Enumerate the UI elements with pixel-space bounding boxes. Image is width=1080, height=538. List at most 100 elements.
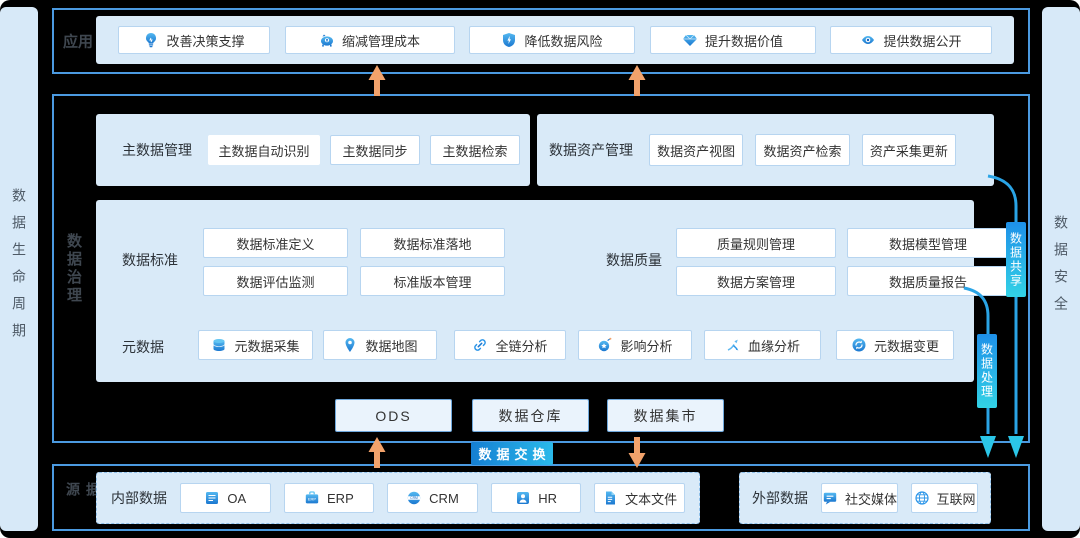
social-media-button[interactable]: 社交媒体 <box>821 483 899 513</box>
data-quality-label: 数据质量 <box>606 252 662 268</box>
standard-landing-button[interactable]: 数据标准落地 <box>360 228 505 258</box>
metadata-change-button[interactable]: 元数据变更 <box>836 330 954 360</box>
full-chain-analysis-button[interactable]: 全链分析 <box>454 330 566 360</box>
open-data-button[interactable]: 提供数据公开 <box>830 26 992 54</box>
button-label: 缩减管理成本 <box>341 33 420 49</box>
impact-analysis-button[interactable]: 影响分析 <box>578 330 692 360</box>
master-data-auto-id-button[interactable]: 主数据自动识别 <box>208 135 320 165</box>
button-label: 主数据自动识别 <box>218 143 310 159</box>
shield-icon <box>501 32 517 48</box>
change-icon <box>851 337 867 353</box>
internal-data-panel: 内部数据 OA ERP CRM HR 文本文件 <box>96 472 700 524</box>
crm-badge-icon <box>406 490 422 506</box>
text-file-button[interactable]: 文本文件 <box>594 483 685 513</box>
diamond-icon <box>682 32 698 48</box>
standard-quality-metadata-panel: 数据标准 数据标准定义 数据标准落地 数据评估监测 标准版本管理 数据质量 质量… <box>96 200 1009 382</box>
security-label: 数据安全 <box>1053 215 1069 323</box>
external-data-label: 外部数据 <box>752 490 808 506</box>
button-label: 主数据检索 <box>442 143 508 159</box>
lineage-icon <box>725 337 741 353</box>
metadata-label: 元数据 <box>122 339 164 355</box>
lightbulb-icon <box>143 32 159 48</box>
application-panel: 改善决策支撑 缩减管理成本 降低数据风险 提升数据价值 提供数据公开 <box>96 16 1014 64</box>
button-label: 改善决策支撑 <box>166 33 245 49</box>
button-label: 血缘分析 <box>747 338 800 354</box>
data-mart-box[interactable]: 数据集市 <box>607 399 724 432</box>
tag-label: 数据共享 <box>1008 231 1023 288</box>
data-processing-tag: 数据处理 <box>977 334 997 408</box>
data-asset-label: 数据资产管理 <box>549 142 633 158</box>
briefcase-icon <box>304 490 320 506</box>
map-pin-icon <box>342 337 358 353</box>
button-label: 社交媒体 <box>845 491 898 507</box>
asset-collect-button[interactable]: 资产采集更新 <box>861 134 956 166</box>
button-label: 元数据采集 <box>234 338 300 354</box>
standard-version-button[interactable]: 标准版本管理 <box>360 266 505 296</box>
security-sidebar: 数据安全 <box>1042 7 1080 531</box>
lifecycle-label: 数据生命周期 <box>11 188 27 350</box>
internal-data-label: 内部数据 <box>111 490 167 506</box>
button-label: 提升数据价值 <box>704 33 783 49</box>
button-label: 数据标准定义 <box>236 236 315 252</box>
metadata-collect-button[interactable]: 元数据采集 <box>198 330 313 360</box>
button-label: 数据资产检索 <box>763 143 842 159</box>
tag-label: 数据处理 <box>979 343 994 399</box>
button-label: HR <box>538 490 557 506</box>
database-icon <box>211 337 227 353</box>
person-icon <box>515 490 531 506</box>
button-label: 数据标准落地 <box>393 236 472 252</box>
asset-search-button[interactable]: 数据资产检索 <box>755 134 850 166</box>
chat-bubble-icon <box>822 490 838 506</box>
data-map-button[interactable]: 数据地图 <box>323 330 437 360</box>
oa-button[interactable]: OA <box>180 483 271 513</box>
piggy-bank-icon <box>319 32 335 48</box>
button-label: 数据资产视图 <box>657 143 736 159</box>
master-data-search-button[interactable]: 主数据检索 <box>430 135 520 165</box>
button-label: ERP <box>327 490 354 506</box>
button-label: 质量规则管理 <box>716 236 795 252</box>
document-icon <box>204 490 220 506</box>
reduce-cost-button[interactable]: 缩减管理成本 <box>284 26 455 54</box>
data-source-section: 数据源 内部数据 OA ERP CRM HR 文本文件 <box>52 464 1030 531</box>
button-label: 提供数据公开 <box>883 33 962 49</box>
link-icon <box>472 337 488 353</box>
improve-decision-button[interactable]: 改善决策支撑 <box>118 26 270 54</box>
application-section: 应用 改善决策支撑 缩减管理成本 降低数据风险 提升数据价值 提供数据公开 <box>52 8 1030 74</box>
quality-report-button[interactable]: 数据质量报告 <box>847 266 1009 296</box>
button-label: 数据方案管理 <box>716 274 795 290</box>
standard-assess-button[interactable]: 数据评估监测 <box>203 266 348 296</box>
button-label: 互联网 <box>936 491 976 507</box>
application-section-label: 应用 <box>63 33 94 51</box>
button-label: CRM <box>429 490 459 506</box>
reduce-risk-button[interactable]: 降低数据风险 <box>469 26 635 54</box>
impact-icon <box>597 337 613 353</box>
master-data-sync-button[interactable]: 主数据同步 <box>330 135 420 165</box>
button-label: 影响分析 <box>620 338 673 354</box>
ods-box[interactable]: ODS <box>335 399 452 432</box>
increase-value-button[interactable]: 提升数据价值 <box>649 26 816 54</box>
asset-view-button[interactable]: 数据资产视图 <box>649 134 744 166</box>
governance-section-label: 数据治理 <box>65 232 82 305</box>
lineage-analysis-button[interactable]: 血缘分析 <box>704 330 821 360</box>
internet-button[interactable]: 互联网 <box>911 483 978 513</box>
data-exchange-badge: 数据交换 <box>471 442 553 465</box>
governance-section: 数据治理 主数据管理 主数据自动识别 主数据同步 主数据检索 数据资产管理 数据… <box>52 94 1030 443</box>
text-file-icon <box>602 490 618 506</box>
box-label: ODS <box>375 407 412 424</box>
master-data-panel: 主数据管理 主数据自动识别 主数据同步 主数据检索 <box>96 114 530 186</box>
data-warehouse-box[interactable]: 数据仓库 <box>472 399 589 432</box>
erp-button[interactable]: ERP <box>283 483 375 513</box>
data-model-button[interactable]: 数据模型管理 <box>847 228 1009 258</box>
badge-label: 数据交换 <box>478 447 551 462</box>
quality-plan-button[interactable]: 数据方案管理 <box>676 266 836 296</box>
data-asset-panel: 数据资产管理 数据资产视图 数据资产检索 资产采集更新 <box>537 114 994 186</box>
button-label: 文本文件 <box>625 491 678 507</box>
button-label: 资产采集更新 <box>869 143 948 159</box>
crm-button[interactable]: CRM <box>387 483 478 513</box>
hr-button[interactable]: HR <box>490 483 582 513</box>
quality-rule-button[interactable]: 质量规则管理 <box>676 228 836 258</box>
standard-define-button[interactable]: 数据标准定义 <box>203 228 348 258</box>
data-standard-label: 数据标准 <box>122 252 178 268</box>
button-label: 数据评估监测 <box>236 274 315 290</box>
